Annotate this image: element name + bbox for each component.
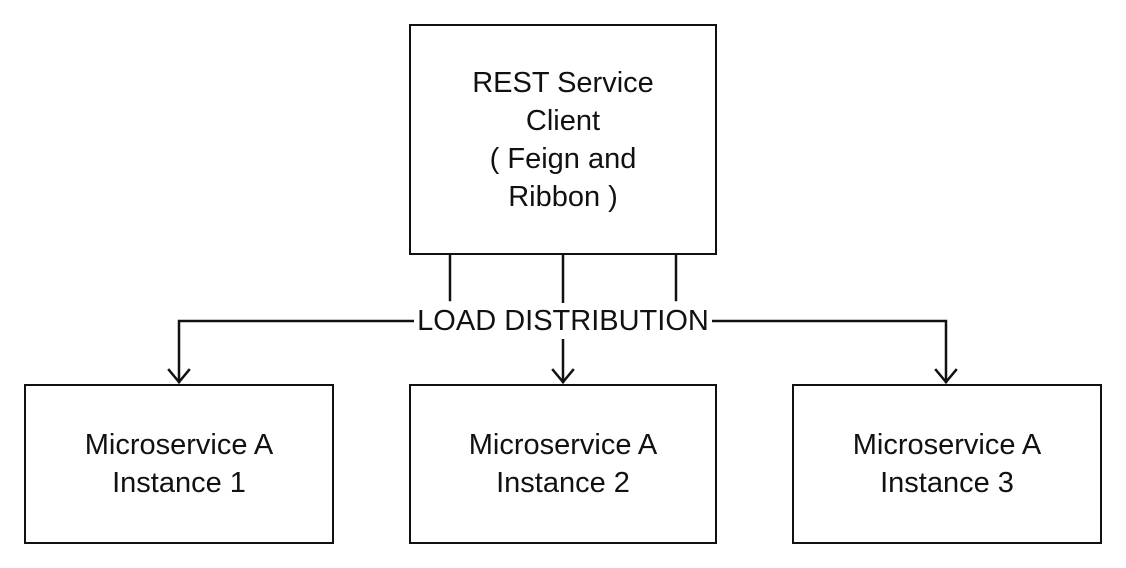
microservice-instance-3-box: Microservice A Instance 3 xyxy=(792,384,1102,544)
distribution-line-right xyxy=(710,319,948,384)
client-label-line-4: Ribbon ) xyxy=(508,180,618,213)
client-label-line-2: Client xyxy=(525,104,601,137)
client-label-line-1: REST Service xyxy=(472,66,654,99)
arrowhead-instance-2 xyxy=(551,368,575,384)
instance-3-label-line-2: Instance 3 xyxy=(880,467,1014,499)
distribution-line-left xyxy=(177,319,416,384)
microservice-instance-2-box: Microservice A Instance 2 xyxy=(409,384,717,544)
instance-1-label-line-2: Instance 1 xyxy=(112,467,246,499)
instance-2-label-line-2: Instance 2 xyxy=(496,467,630,499)
instance-3-label-line-1: Microservice A xyxy=(852,429,1042,461)
client-label-line-3: ( Feign and xyxy=(489,142,637,175)
rest-service-client-box: REST Service Client ( Feign and Ribbon ) xyxy=(409,24,717,255)
microservice-instance-1-box: Microservice A Instance 1 xyxy=(24,384,334,544)
load-distribution-label: LOAD DISTRIBUTION xyxy=(414,303,712,339)
instance-1-label-line-1: Microservice A xyxy=(84,429,274,461)
arrowhead-instance-3 xyxy=(934,368,958,384)
instance-2-label-line-1: Microservice A xyxy=(468,429,658,461)
arrowhead-instance-1 xyxy=(167,368,191,384)
